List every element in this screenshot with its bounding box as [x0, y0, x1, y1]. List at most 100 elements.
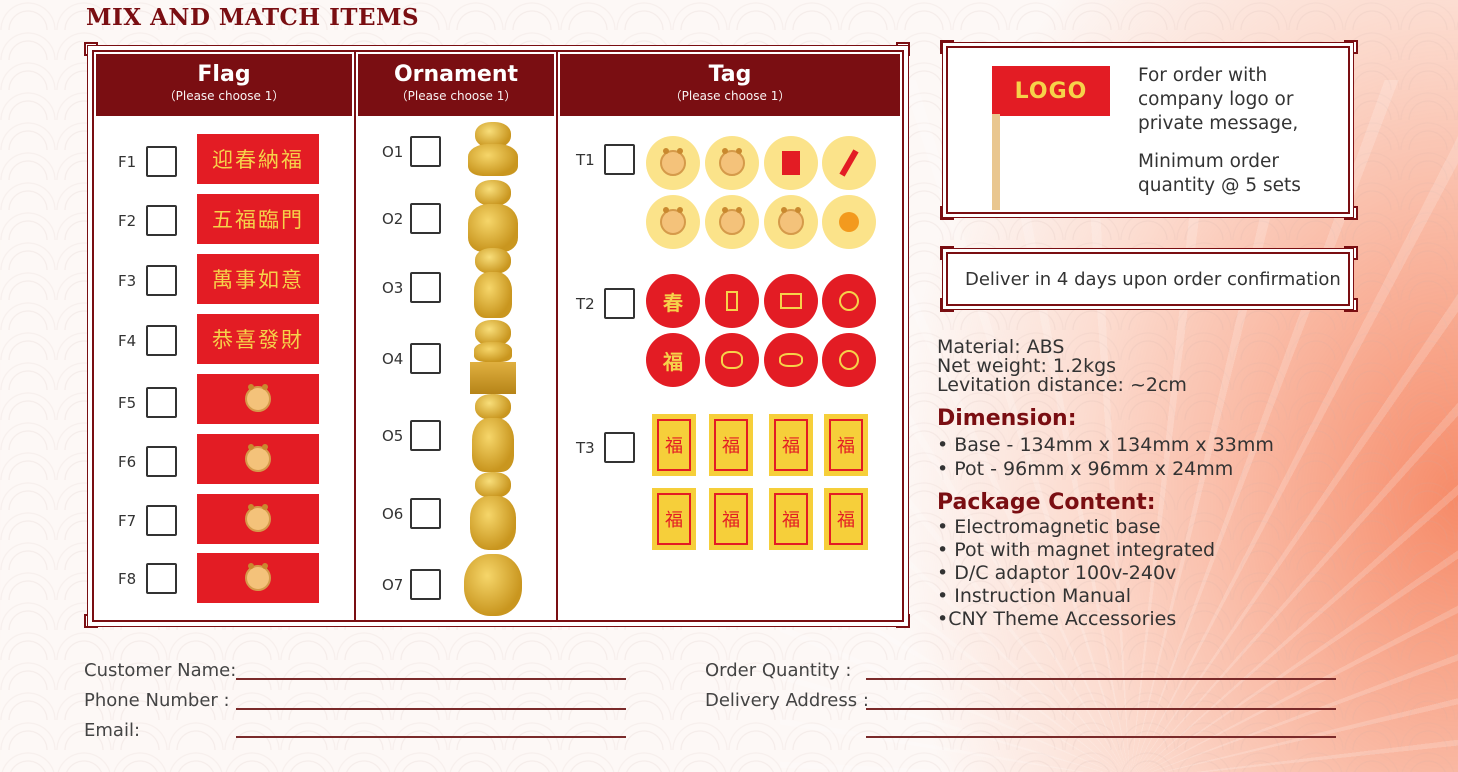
- checkbox-f4[interactable]: [146, 325, 177, 356]
- option-code: O5: [382, 426, 404, 445]
- ornament-body: [470, 496, 516, 550]
- delivery-address-label: Delivery Address :: [705, 690, 869, 711]
- checkbox-o7[interactable]: [410, 569, 441, 600]
- checkbox-f6[interactable]: [146, 446, 177, 477]
- fu-char: 福: [829, 493, 863, 545]
- ornament-ox-pot: [460, 472, 526, 550]
- ornament-title: Ornament: [393, 62, 519, 87]
- ornament-body: [468, 204, 518, 252]
- logo-panel: LOGO For order with company logo or priv…: [946, 46, 1350, 214]
- ornament-option: O5: [382, 420, 441, 451]
- ornament-subtitle: （Please choose 1）: [395, 89, 517, 103]
- dimension-item: • Base - 134mm x 134mm x 33mm: [937, 434, 1274, 456]
- checkbox-o6[interactable]: [410, 498, 441, 529]
- checkbox-f5[interactable]: [146, 387, 177, 418]
- orange-icon: [839, 350, 859, 370]
- checkbox-f2[interactable]: [146, 205, 177, 236]
- flag-subtitle: （Please choose 1）: [163, 89, 285, 103]
- tag-sticker: [764, 274, 818, 328]
- delivery-address-field[interactable]: [866, 708, 1336, 710]
- checkbox-f7[interactable]: [146, 505, 177, 536]
- flag-stick: [992, 114, 1000, 210]
- checkbox-o5[interactable]: [410, 420, 441, 451]
- checkbox-f3[interactable]: [146, 265, 177, 296]
- option-code: F8: [118, 569, 137, 588]
- phone-label: Phone Number :: [84, 690, 230, 711]
- order-quantity-field[interactable]: [866, 678, 1336, 680]
- checkbox-o1[interactable]: [410, 136, 441, 167]
- ornament-body: [472, 418, 514, 472]
- spec-levitation: Levitation distance: ~2cm: [937, 374, 1187, 396]
- flag-option: F8: [118, 563, 177, 594]
- ornament-ox-block: [460, 320, 526, 394]
- logo-line: quantity @ 5 sets: [1138, 175, 1301, 196]
- ox-icon: [719, 148, 745, 176]
- tag-sticker: [764, 195, 818, 249]
- ornament-head: [475, 122, 511, 148]
- logo-line: company logo or: [1138, 89, 1294, 110]
- tag-sticker: [764, 136, 818, 190]
- tag-card: 福: [769, 488, 813, 550]
- ornament-body: [464, 554, 522, 616]
- tag-sticker: [646, 195, 700, 249]
- fu-char: 福: [829, 419, 863, 471]
- spec-weight: Net weight: 1.2kgs: [937, 355, 1117, 377]
- ornament-ox-sitting: [460, 248, 526, 318]
- ornament-head: [475, 320, 511, 346]
- checkbox-o2[interactable]: [410, 203, 441, 234]
- checkbox-t3[interactable]: [604, 432, 635, 463]
- delivery-address-field-2[interactable]: [866, 736, 1336, 738]
- flag-option: F3: [118, 265, 177, 296]
- tag-sticker: 春: [646, 274, 700, 328]
- checkbox-t2[interactable]: [604, 288, 635, 319]
- flag-option: F6: [118, 446, 177, 477]
- ingot-icon: [779, 353, 803, 367]
- flag-option: F1: [118, 146, 177, 177]
- tag-card: 福: [709, 414, 753, 476]
- customer-name-field[interactable]: [236, 678, 626, 680]
- flag-option: F4: [118, 325, 177, 356]
- email-field[interactable]: [236, 736, 626, 738]
- fu-char: 福: [657, 419, 691, 471]
- ornament-option: O4: [382, 343, 441, 374]
- tag-sticker: [822, 333, 876, 387]
- package-item: • Instruction Manual: [937, 585, 1132, 607]
- flag-option: F2: [118, 205, 177, 236]
- delivery-panel: Deliver in 4 days upon order confirmatio…: [946, 252, 1350, 306]
- flag-image: 迎春納福: [197, 134, 319, 184]
- order-quantity-label: Order Quantity :: [705, 660, 852, 681]
- package-item: •CNY Theme Accessories: [937, 608, 1177, 630]
- tag-title: Tag: [708, 62, 752, 87]
- page-title: MIX AND MATCH ITEMS: [86, 4, 420, 31]
- money-icon: [780, 293, 802, 309]
- package-item: • Pot with magnet integrated: [937, 539, 1216, 561]
- ox-icon: [245, 504, 271, 532]
- ornament-option: O6: [382, 498, 441, 529]
- checkbox-f8[interactable]: [146, 563, 177, 594]
- ornament-body: [474, 342, 512, 362]
- fu-char: 福: [714, 493, 748, 545]
- fu-char: 福: [774, 493, 808, 545]
- checkbox-o3[interactable]: [410, 272, 441, 303]
- ox-icon: [660, 148, 686, 176]
- tag-sticker: [705, 333, 759, 387]
- ox-icon: [245, 384, 271, 412]
- fu-char: 福: [657, 493, 691, 545]
- tag-sticker: 福: [646, 333, 700, 387]
- flag-image: [197, 553, 319, 603]
- orange-icon: [839, 212, 859, 232]
- checkbox-f1[interactable]: [146, 146, 177, 177]
- option-code: O3: [382, 278, 404, 297]
- option-code: T3: [576, 438, 595, 457]
- checkbox-t1[interactable]: [604, 144, 635, 175]
- tag-card: 福: [652, 414, 696, 476]
- ox-icon: [660, 207, 686, 235]
- tag-card: 福: [652, 488, 696, 550]
- lion-icon: [721, 351, 743, 369]
- checkbox-o4[interactable]: [410, 343, 441, 374]
- spec-material: Material: ABS: [937, 336, 1065, 358]
- tag-sticker: [822, 136, 876, 190]
- phone-field[interactable]: [236, 708, 626, 710]
- option-code: O2: [382, 209, 404, 228]
- package-title: Package Content:: [937, 490, 1156, 515]
